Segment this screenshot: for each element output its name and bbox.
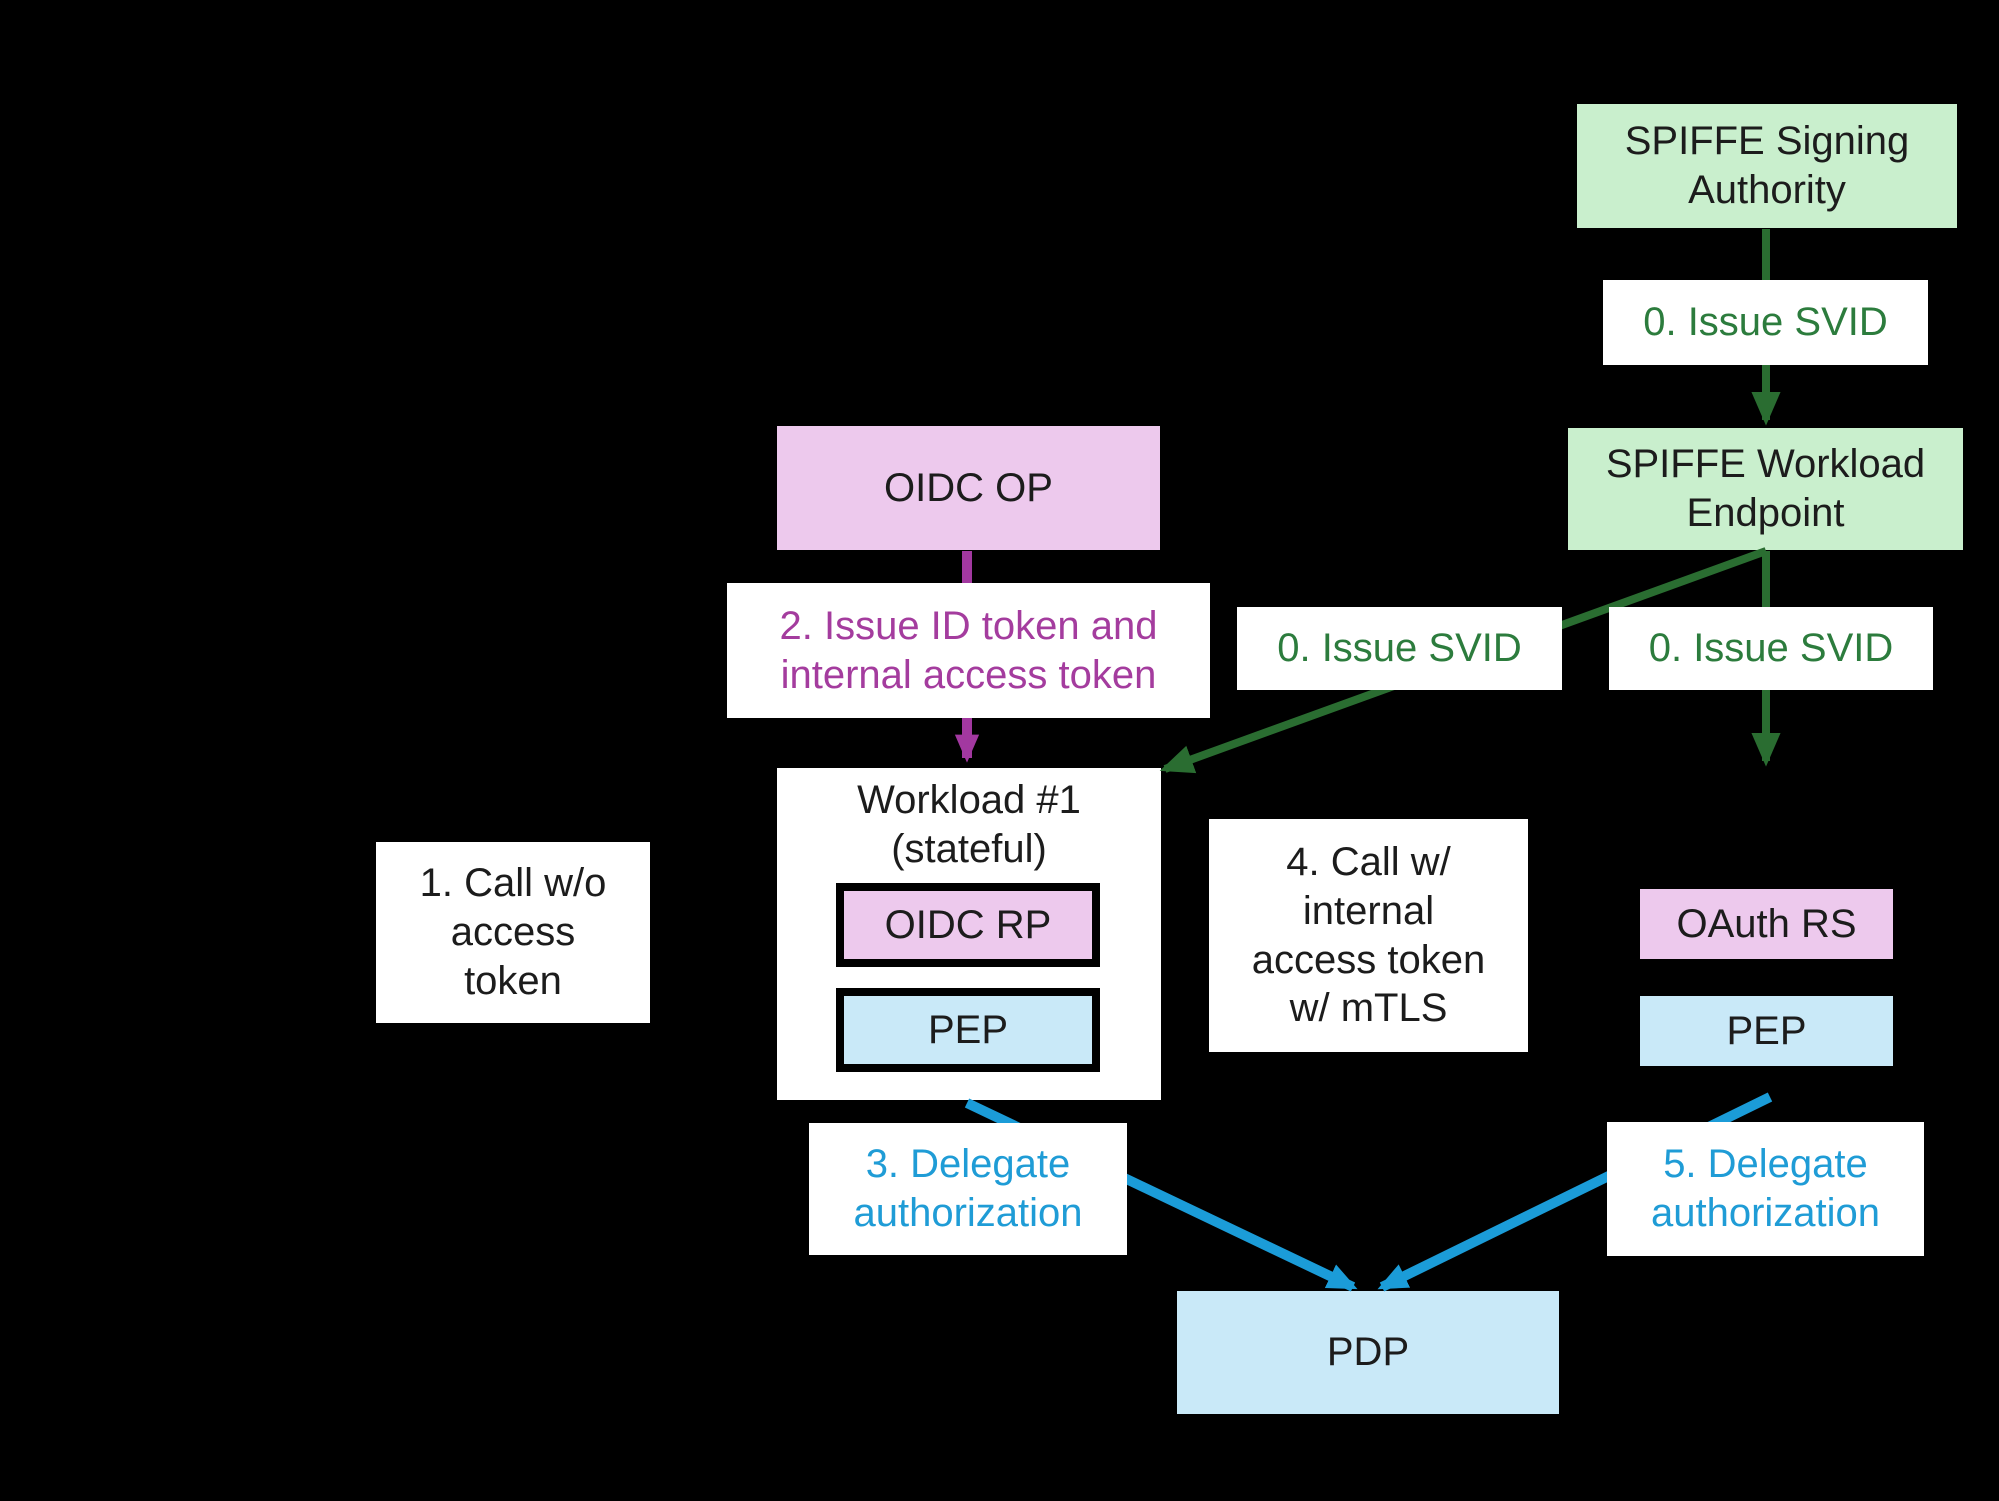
call-with-internal-access-token-label: 4. Call w/ internal access token w/ mTLS <box>1209 819 1528 1052</box>
oidc-op-node: OIDC OP <box>777 426 1160 550</box>
pep-right-node: PEP <box>1640 996 1893 1066</box>
workload-1-node: Workload #1 (stateful) OIDC RP PEP <box>777 768 1161 1100</box>
call-without-access-token-label: 1. Call w/o access token <box>376 842 650 1023</box>
oidc-rp-node: OIDC RP <box>836 883 1100 967</box>
workload-1-title: Workload #1 (stateful) <box>857 778 1081 871</box>
spiffe-signing-authority-node: SPIFFE Signing Authority <box>1577 104 1957 228</box>
delegate-authorization-label-5: 5. Delegate authorization <box>1607 1122 1924 1256</box>
pep-workload1-node: PEP <box>836 988 1100 1072</box>
issue-svid-label-top: 0. Issue SVID <box>1603 280 1928 365</box>
delegate-authorization-label-3: 3. Delegate authorization <box>809 1123 1127 1255</box>
issue-svid-label-mid: 0. Issue SVID <box>1237 607 1562 690</box>
pdp-node: PDP <box>1177 1291 1559 1414</box>
spiffe-workload-endpoint-node: SPIFFE Workload Endpoint <box>1568 428 1963 550</box>
issue-svid-label-right: 0. Issue SVID <box>1609 607 1933 690</box>
issue-id-token-label: 2. Issue ID token and internal access to… <box>727 583 1210 718</box>
oauth-rs-node: OAuth RS <box>1640 889 1893 959</box>
